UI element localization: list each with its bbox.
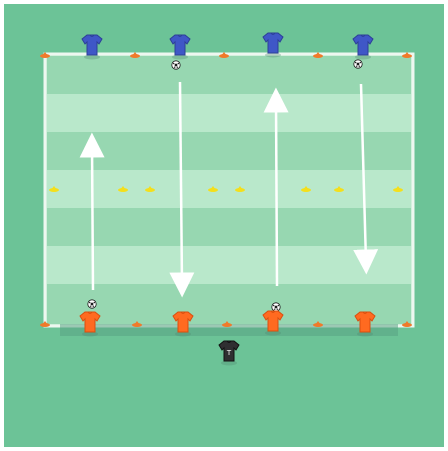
coach-label: T	[226, 349, 232, 357]
pitch-stripe	[47, 170, 411, 208]
pitch-stripe	[47, 246, 411, 284]
soccer-ball-icon	[272, 303, 280, 311]
soccer-ball-icon	[354, 60, 362, 68]
pitch-stripe	[47, 132, 411, 170]
pitch	[45, 54, 413, 336]
pitch-stripe	[47, 94, 411, 132]
soccer-ball-icon	[88, 300, 96, 308]
movement-arrow	[276, 100, 277, 286]
movement-arrow	[92, 145, 93, 290]
pitch-stripe	[47, 208, 411, 246]
soccer-ball-icon	[172, 61, 180, 69]
